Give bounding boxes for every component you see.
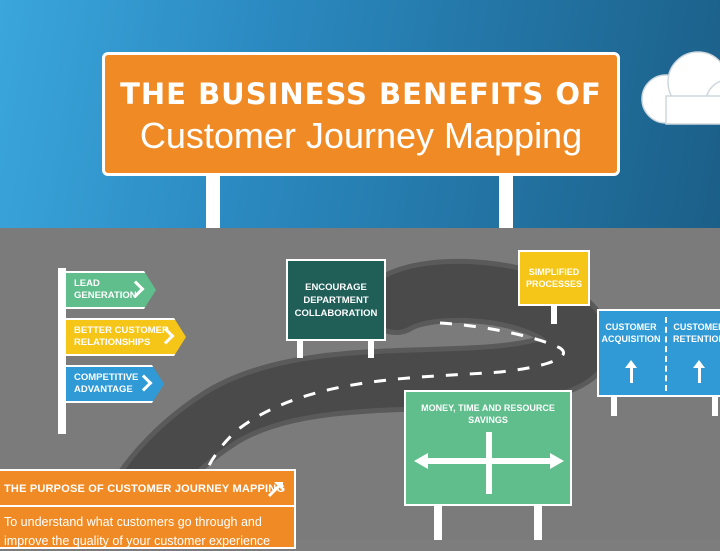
- purpose-body: To understand what customers go through …: [4, 513, 289, 551]
- up-arrow-icon: [625, 360, 637, 383]
- sign-better-customer-relationships: BETTER CUSTOMER RELATIONSHIPS: [64, 318, 186, 356]
- savings-post-right: [534, 503, 542, 540]
- page-title: THE BUSINESS BENEFITS OF: [120, 77, 602, 111]
- title-sign-post-right: [499, 174, 513, 228]
- road-inner: [93, 263, 608, 540]
- left-sign-post: [58, 268, 66, 434]
- acquisition-column: CUSTOMER ACQUISITION: [599, 311, 663, 395]
- sign-simplified-processes: SIMPLIFIED PROCESSES: [518, 250, 590, 306]
- title-sign: THE BUSINESS BENEFITS OF Customer Journe…: [102, 52, 620, 176]
- sign-lead-generation: LEAD GENERATION: [64, 271, 156, 309]
- page-subtitle: Customer Journey Mapping: [139, 115, 583, 156]
- purpose-divider: [0, 505, 294, 507]
- title-sign-post-left: [206, 174, 220, 228]
- sign-simplified-label: SIMPLIFIED PROCESSES: [525, 267, 583, 289]
- crossroad-arrow-icon: [414, 432, 564, 494]
- purpose-panel: THE PURPOSE OF CUSTOMER JOURNEY MAPPING …: [0, 469, 296, 549]
- winding-road: [88, 258, 613, 540]
- sign-customer-acquisition-retention: CUSTOMER ACQUISITION CUSTOMER RETENTION: [597, 309, 720, 397]
- purpose-body-line-2: improve the quality of your customer exp…: [4, 534, 271, 548]
- retention-column: CUSTOMER RETENTION: [667, 311, 720, 395]
- sign-money-time-resource-savings: MONEY, TIME AND RESOURCE SAVINGS: [404, 390, 572, 506]
- diagonal-arrow-icon: [267, 482, 283, 498]
- sign-lead-label: LEAD GENERATION: [74, 278, 137, 301]
- sign-savings-label: MONEY, TIME AND RESOURCE SAVINGS: [421, 403, 555, 425]
- cloud-icon: [641, 51, 720, 125]
- collab-post-left: [297, 338, 303, 358]
- sign-competitive-advantage: COMPETITIVE ADVANTAGE: [64, 365, 164, 403]
- purpose-heading: THE PURPOSE OF CUSTOMER JOURNEY MAPPING: [4, 483, 286, 495]
- acq-post-right: [712, 394, 718, 416]
- sign-collab-label: ENCOURAGE DEPARTMENT COLLABORATION: [294, 281, 378, 319]
- savings-post-left: [434, 503, 442, 540]
- acq-post-left: [611, 394, 617, 416]
- purpose-body-line-1: To understand what customers go through …: [4, 515, 262, 529]
- road-center-line: [190, 321, 565, 509]
- simplified-post: [551, 304, 557, 324]
- sign-encourage-collaboration: ENCOURAGE DEPARTMENT COLLABORATION: [286, 259, 386, 341]
- sign-better-label: BETTER CUSTOMER RELATIONSHIPS: [74, 325, 169, 348]
- sign-retention-label: CUSTOMER RETENTION: [672, 322, 720, 344]
- collab-post-right: [368, 338, 374, 358]
- up-arrow-icon: [693, 360, 705, 383]
- sign-competitive-label: COMPETITIVE ADVANTAGE: [74, 372, 139, 395]
- sign-acquisition-label: CUSTOMER ACQUISITION: [601, 322, 661, 344]
- sign-divider: [665, 317, 667, 391]
